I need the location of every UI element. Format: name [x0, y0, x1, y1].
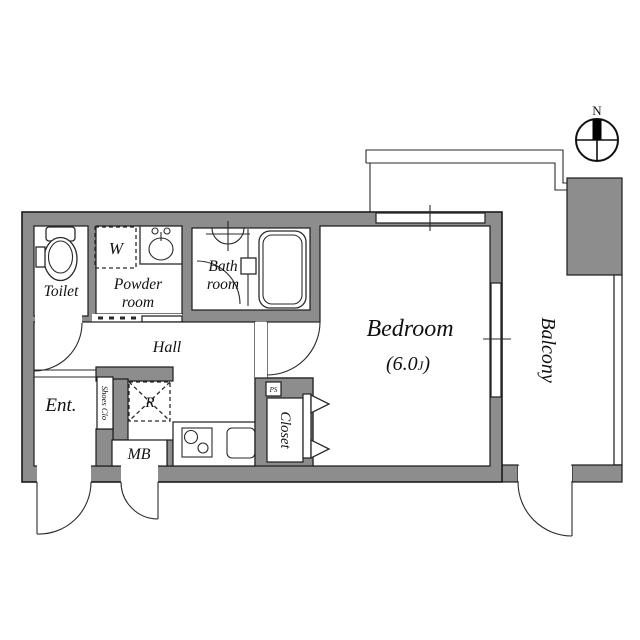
hall-label: Hall	[152, 339, 182, 356]
toilet-room: Toilet	[33, 225, 89, 317]
bath-room: Bath room	[191, 221, 311, 311]
meter-box: MB	[111, 439, 168, 467]
bath-room-label-2: room	[207, 276, 239, 293]
balcony: Balcony	[501, 177, 623, 537]
meter-box-label: MB	[126, 446, 150, 463]
closet-door-panel-top	[310, 393, 331, 415]
refrigerator-label: R	[144, 395, 154, 411]
closet-door-panel-bottom	[310, 438, 331, 460]
balcony-railing	[613, 274, 623, 466]
bedroom-door	[255, 321, 321, 378]
washbasin-icon	[139, 225, 183, 265]
powder-room-label-2: room	[122, 294, 154, 311]
bath-door	[196, 229, 257, 306]
powder-room-label-1: Powder	[113, 276, 163, 293]
stove-icon	[181, 427, 213, 458]
hall: Hall Ent. Shoes Clo R MB	[33, 314, 256, 467]
closet: PS Closet	[254, 377, 331, 467]
toilet-label: Toilet	[44, 283, 79, 300]
entrance-step	[34, 369, 96, 378]
meter-box-door	[120, 464, 159, 520]
balcony-door-swing	[517, 481, 573, 537]
entrance-label: Ent.	[44, 395, 76, 416]
washer-label: W	[109, 239, 125, 258]
refrigerator-space: R	[128, 381, 171, 422]
compass-needle	[592, 119, 602, 140]
compass-icon: N	[575, 103, 619, 162]
balcony-upper-wall-block	[566, 177, 623, 276]
eaves-outline	[365, 149, 567, 212]
bath-room-label-1: Bath	[208, 258, 238, 275]
closet-label: Closet	[277, 411, 293, 449]
washer-space	[94, 226, 137, 269]
kitchen-counter	[172, 421, 256, 467]
hall-wall-mid	[112, 378, 129, 441]
north-label: N	[592, 103, 602, 118]
bedroom-size: (6.0J)	[386, 353, 430, 375]
pipe-space-label: PS	[269, 386, 278, 394]
entrance-door	[36, 464, 92, 535]
balcony-label: Balcony	[537, 317, 559, 383]
hall-wall-lower	[95, 428, 114, 467]
bedroom-top-window	[375, 205, 486, 231]
balcony-bottom-wall-right	[571, 464, 623, 483]
bathtub-icon	[258, 230, 307, 309]
toilet-icon	[35, 226, 78, 282]
mb-wall-right	[166, 439, 174, 467]
shoes-closet: Shoes Clo	[96, 376, 114, 430]
closet-track	[302, 393, 312, 459]
hall-wall-upper	[95, 366, 174, 382]
pipe-space	[265, 381, 282, 397]
powder-room: W Powder room	[92, 225, 183, 323]
bedroom-balcony-window	[483, 282, 511, 398]
balcony-bottom-wall-left	[501, 464, 519, 483]
bath-sink-icon	[206, 221, 250, 251]
shoes-closet-label: Shoes Clo	[100, 386, 110, 420]
balcony-door-opening	[518, 466, 572, 481]
bedroom-label: Bedroom	[366, 316, 453, 342]
